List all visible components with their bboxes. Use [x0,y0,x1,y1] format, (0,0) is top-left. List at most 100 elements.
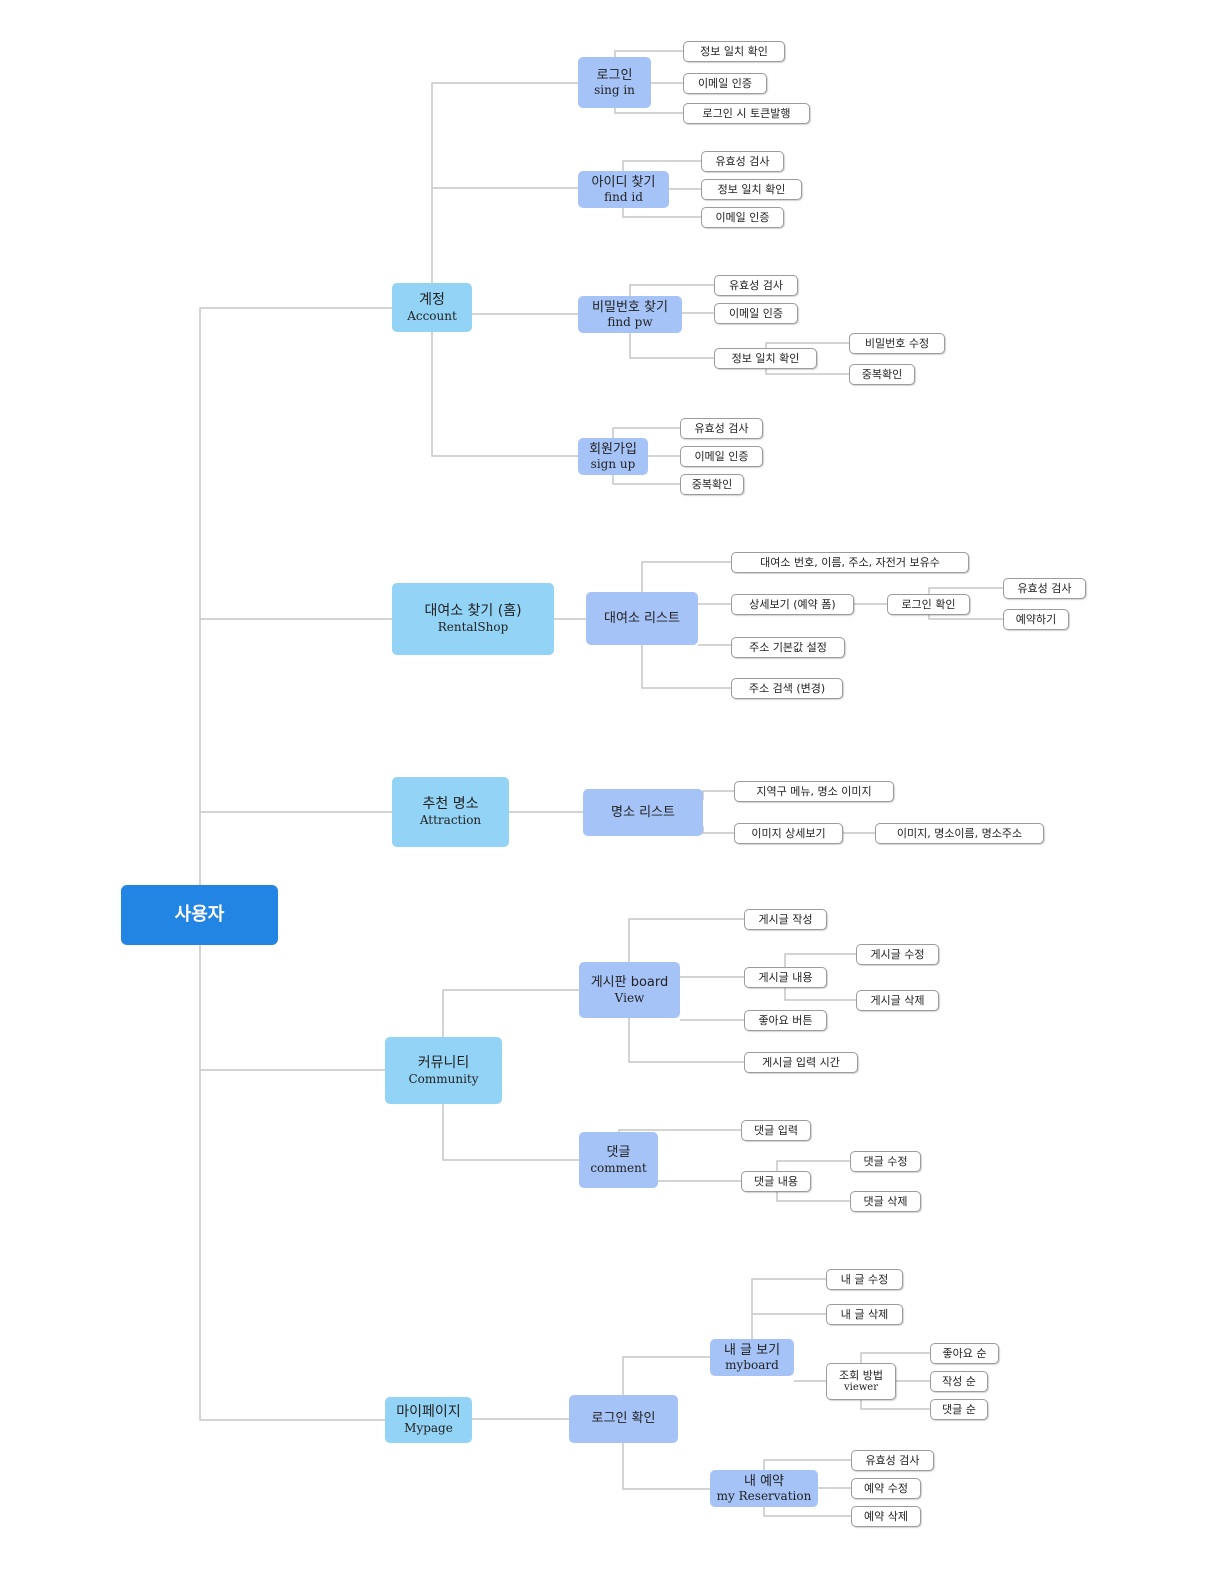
findpw-item-email-auth[interactable]: 이메일 인증 [714,303,798,324]
signup-item-validate[interactable]: 유효성 검사 [680,418,763,439]
account-node[interactable]: 계정 Account [392,283,472,332]
link-findid-item [622,208,701,218]
myboard-node[interactable]: 내 글 보기 myboard [710,1339,794,1376]
rental-node[interactable]: 대여소 찾기 (홈) RentalShop [392,583,554,655]
board-item-time[interactable]: 게시글 입력 시간 [744,1052,858,1073]
myboard-item-delete[interactable]: 내 글 삭제 [826,1304,903,1325]
mylogin-node[interactable]: 로그인 확인 [569,1395,678,1443]
myres-item-label: 예약 삭제 [864,1509,908,1523]
board-subtitle: View [614,990,645,1005]
attrlist-item-label: 지역구 메뉴, 명소 이미지 [756,784,872,798]
findid-item-email-auth[interactable]: 이메일 인증 [701,207,784,228]
findid-item-label: 정보 일치 확인 [717,182,786,196]
findid-node[interactable]: 아이디 찾기 find id [578,171,669,208]
findid-item-validate[interactable]: 유효성 검사 [701,151,784,172]
board-item-label: 게시글 내용 [758,970,813,984]
comment-node[interactable]: 댓글 comment [579,1132,658,1188]
signup-item-dup-check[interactable]: 중복확인 [680,474,744,495]
viewer-item-comments[interactable]: 댓글 순 [930,1399,988,1420]
link-attrlist-item [702,826,734,834]
attrlist-item-menu[interactable]: 지역구 메뉴, 명소 이미지 [734,781,894,802]
comment-item-label: 댓글 입력 [754,1123,798,1137]
findpw-item-info-match[interactable]: 정보 일치 확인 [714,348,817,369]
findid-item-info-match[interactable]: 정보 일치 확인 [701,179,802,200]
signup-item-email-auth[interactable]: 이메일 인증 [680,446,763,467]
rentallist-node[interactable]: 대여소 리스트 [586,592,698,645]
signup-item-label: 중복확인 [691,477,733,491]
root-title: 사용자 [174,904,225,926]
attrlist-item-label: 이미지 상세보기 [751,826,826,840]
comment-content-delete[interactable]: 댓글 삭제 [850,1191,921,1212]
rentallist-item-default-address[interactable]: 주소 기본값 설정 [731,637,845,658]
signin-item-info-match[interactable]: 정보 일치 확인 [683,41,785,62]
link-signup-item [612,427,680,438]
link-comment-content-item [776,1192,850,1202]
account-title: 계정 [419,291,445,308]
rentallist-item-address-search[interactable]: 주소 검색 (변경) [731,678,843,699]
board-item-like-button[interactable]: 좋아요 버튼 [744,1010,827,1031]
comment-item-input[interactable]: 댓글 입력 [741,1120,811,1141]
link-rentallist-item [641,645,731,689]
rentallist-title: 대여소 리스트 [604,610,680,626]
board-node[interactable]: 게시판 board View [579,962,680,1018]
signin-item-token[interactable]: 로그인 시 토큰발행 [683,103,810,124]
myres-item-validate[interactable]: 유효성 검사 [851,1450,934,1471]
comment-title: 댓글 [606,1145,631,1160]
findpw-item-dup-check[interactable]: 중복확인 [849,364,915,385]
signin-title: 로그인 [596,67,633,83]
rental-subtitle: RentalShop [437,620,509,635]
myboard-item-edit[interactable]: 내 글 수정 [826,1269,903,1290]
board-item-content[interactable]: 게시글 내용 [744,967,827,988]
rentallist-login-reserve[interactable]: 예약하기 [1003,609,1069,630]
board-item-write[interactable]: 게시글 작성 [744,909,827,930]
findpw-item-label: 정보 일치 확인 [731,351,800,365]
rentallist-item-info[interactable]: 대여소 번호, 이름, 주소, 자전거 보유수 [731,552,969,573]
attrlist-item-image-detail[interactable]: 이미지 상세보기 [734,823,843,844]
attraction-title: 추천 명소 [422,796,479,813]
community-node[interactable]: 커뮤니티 Community [385,1037,502,1104]
root-user-node[interactable]: 사용자 [121,885,278,945]
myboard-subtitle: myboard [725,1358,779,1373]
signup-node[interactable]: 회원가입 sign up [578,438,648,475]
rentallist-login-validate[interactable]: 유효성 검사 [1003,578,1086,599]
board-item-label: 게시글 입력 시간 [762,1055,840,1069]
link-attrlist-item [702,790,734,800]
comment-content-edit[interactable]: 댓글 수정 [850,1151,921,1172]
comment-content-item-label: 댓글 수정 [863,1154,908,1168]
viewer-node[interactable]: 조회 방법 viewer [826,1363,896,1400]
findpw-node[interactable]: 비밀번호 찾기 find pw [578,296,682,333]
findid-item-label: 유효성 검사 [715,154,770,168]
link-board-content-item [784,953,856,967]
link-findpw-item [629,333,714,359]
link-viewer-item [860,1400,930,1410]
findid-title: 아이디 찾기 [591,174,656,190]
myres-node[interactable]: 내 예약 my Reservation [710,1470,818,1507]
rentallist-item-detail[interactable]: 상세보기 (예약 폼) [731,594,854,615]
board-content-delete[interactable]: 게시글 삭제 [856,990,939,1011]
link-signin-item [614,108,683,114]
link-mylogin-myboard [622,1356,710,1395]
findpw-item-change-password[interactable]: 비밀번호 수정 [849,333,945,354]
link-myres-item [763,1459,851,1470]
link-mylogin-myres [622,1443,710,1490]
link-rentallist-item [641,561,731,592]
attrlist-detail-info[interactable]: 이미지, 명소이름, 명소주소 [875,823,1044,844]
attrlist-title: 명소 리스트 [611,804,675,820]
mylogin-title: 로그인 확인 [591,1411,656,1427]
rentallist-login-check[interactable]: 로그인 확인 [887,594,970,615]
myres-item-edit[interactable]: 예약 수정 [851,1478,921,1499]
comment-item-content[interactable]: 댓글 내용 [741,1171,811,1192]
board-item-label: 좋아요 버튼 [758,1013,813,1027]
mypage-node[interactable]: 마이페이지 Mypage [385,1397,472,1443]
signin-item-email-auth[interactable]: 이메일 인증 [683,73,767,94]
attraction-node[interactable]: 추천 명소 Attraction [392,777,509,847]
findpw-item-validate[interactable]: 유효성 검사 [714,275,798,296]
attrlist-node[interactable]: 명소 리스트 [583,789,703,836]
viewer-item-written[interactable]: 작성 순 [930,1371,988,1392]
myres-item-delete[interactable]: 예약 삭제 [851,1506,921,1527]
board-title: 게시판 board [590,975,669,990]
viewer-item-likes[interactable]: 좋아요 순 [930,1343,999,1364]
rentallist-login-item-label: 예약하기 [1015,612,1057,626]
board-content-edit[interactable]: 게시글 수정 [856,944,939,965]
signin-node[interactable]: 로그인 sing in [578,57,651,108]
